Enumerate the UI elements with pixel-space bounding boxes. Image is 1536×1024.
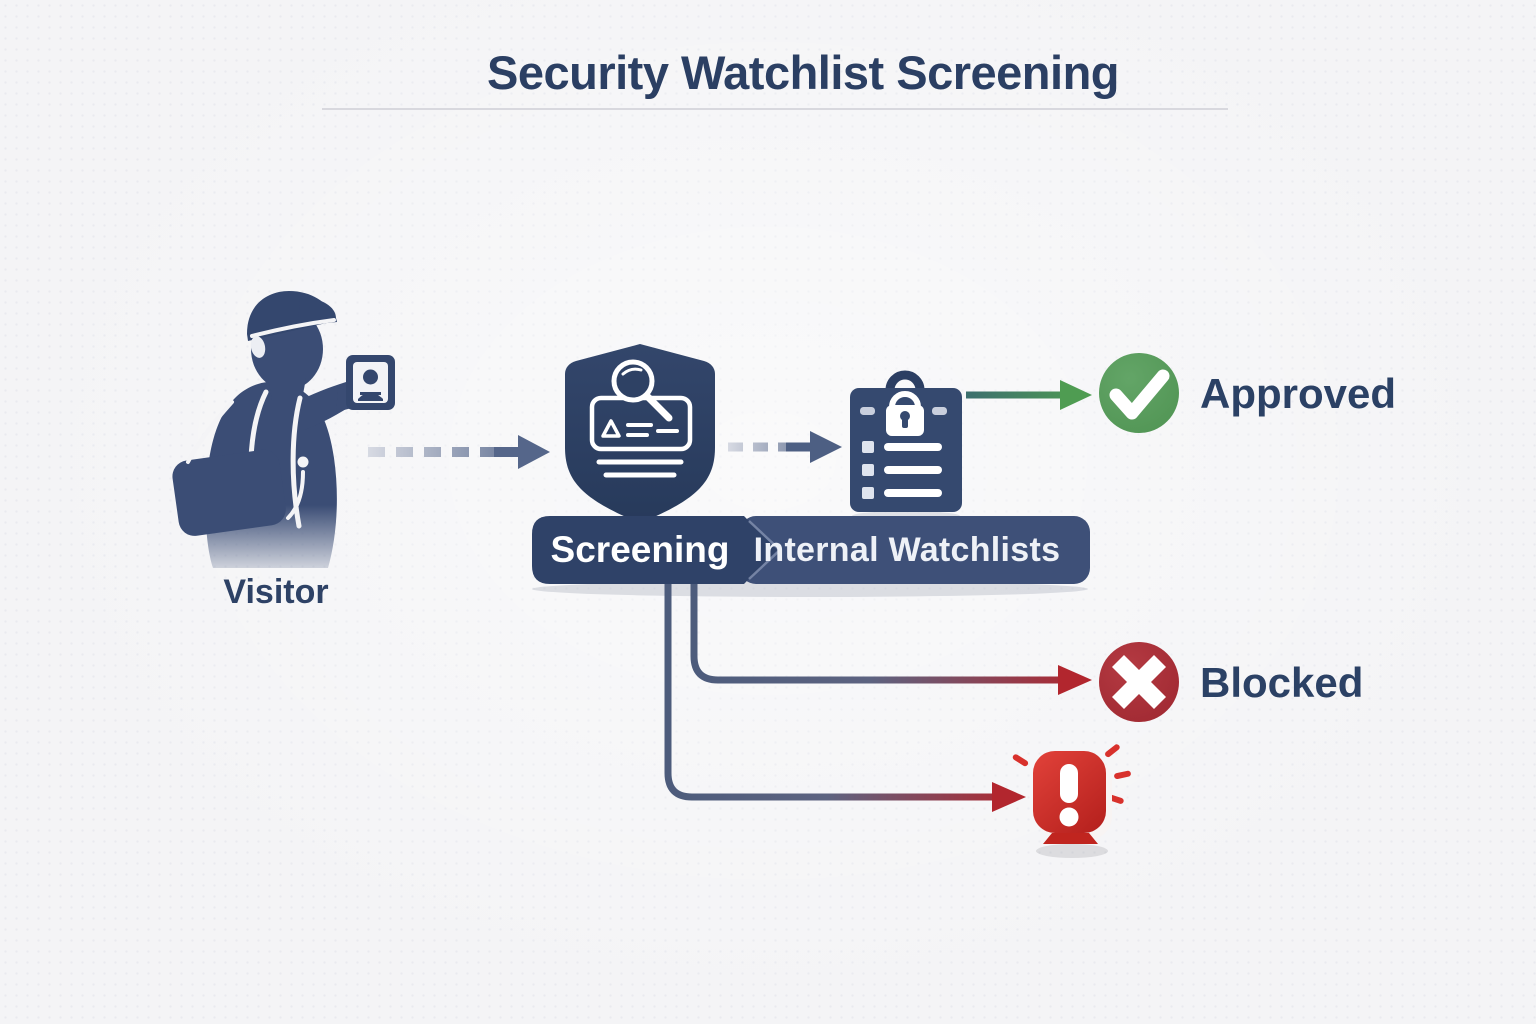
watchlist-rows bbox=[862, 441, 942, 499]
page-title: Security Watchlist Screening bbox=[487, 46, 1119, 99]
connector-banner-to-blocked bbox=[690, 584, 1092, 695]
banner-segment-screening bbox=[532, 516, 777, 584]
arrow-watchlist-to-approved bbox=[966, 380, 1092, 410]
blocked-label: Blocked bbox=[1200, 659, 1363, 706]
approved-label: Approved bbox=[1200, 370, 1396, 417]
id-card-icon bbox=[346, 355, 395, 410]
screening-step-label: Screening bbox=[551, 529, 730, 570]
visitor-label: Visitor bbox=[223, 573, 328, 611]
chevron-divider-icon bbox=[748, 520, 782, 580]
approved-result: Approved bbox=[1099, 353, 1396, 433]
shield-id-search-icon bbox=[565, 344, 715, 535]
screening-banner: Screening Internal Watchlists bbox=[532, 516, 1090, 597]
red-alert-exclamation-icon bbox=[1012, 744, 1131, 858]
banner-segment-internal-watchlists bbox=[740, 516, 1090, 584]
exclamation-mark-icon bbox=[1059, 764, 1079, 827]
arrow-screening-to-watchlist bbox=[728, 431, 842, 463]
x-mark-icon bbox=[1111, 654, 1167, 710]
lock-icon bbox=[886, 391, 924, 436]
internal-watchlists-step-label: Internal Watchlists bbox=[754, 531, 1061, 569]
blocked-result: Blocked bbox=[1099, 642, 1363, 722]
visitor-with-id-card-icon bbox=[172, 291, 395, 568]
arrow-visitor-to-screening bbox=[368, 435, 550, 469]
magnifier-icon bbox=[611, 359, 673, 422]
locked-watchlist-clipboard-icon bbox=[850, 370, 962, 521]
connector-banner-to-alert bbox=[664, 584, 1026, 812]
check-mark-icon bbox=[1109, 369, 1170, 420]
